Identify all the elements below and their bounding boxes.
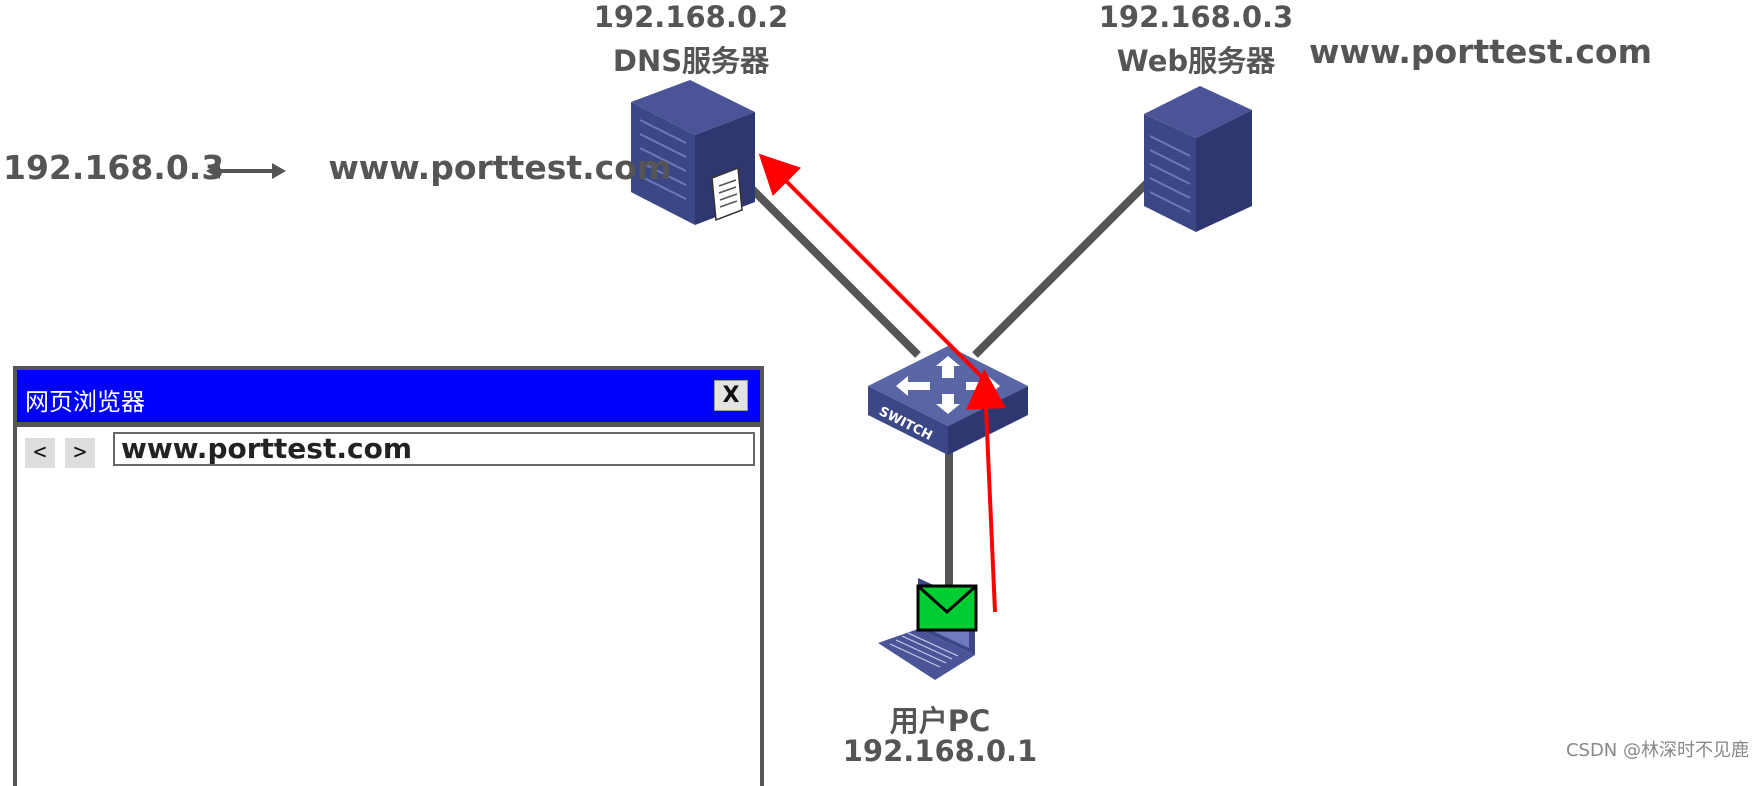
browser-titlebar: 网页浏览器 X bbox=[17, 370, 760, 427]
link-switch-web bbox=[972, 179, 1151, 358]
close-button[interactable]: X bbox=[714, 380, 748, 411]
web-server-icon bbox=[1144, 86, 1252, 232]
link-switch-dns bbox=[742, 179, 921, 358]
switch-icon: SWITCH bbox=[868, 346, 1028, 455]
watermark: CSDN @林深时不见鹿 bbox=[1565, 740, 1749, 761]
dns-server-icon bbox=[631, 80, 755, 225]
query-arrow-pc-to-switch bbox=[966, 369, 1007, 613]
browser-nav: < > bbox=[25, 438, 95, 468]
network-diagram: SWITCH bbox=[206, 80, 1252, 680]
browser-title: 网页浏览器 bbox=[25, 388, 145, 416]
browser-window: 网页浏览器 X < > www.porttest.com bbox=[13, 366, 764, 786]
dns-server-name: DNS服务器 bbox=[612, 44, 770, 78]
back-button[interactable]: < bbox=[25, 438, 55, 468]
query-arrow-switch-to-dns bbox=[758, 153, 987, 382]
web-server-domain: www.porttest.com bbox=[1309, 32, 1652, 71]
dns-record-ip: 192.168.0.3 bbox=[3, 148, 225, 187]
envelope-icon bbox=[916, 584, 978, 632]
address-bar[interactable]: www.porttest.com bbox=[113, 432, 755, 466]
forward-button[interactable]: > bbox=[65, 438, 95, 468]
web-server-name: Web服务器 bbox=[1116, 44, 1276, 78]
user-pc-name: 用户PC bbox=[889, 704, 991, 738]
dns-server-ip: 192.168.0.2 bbox=[593, 0, 789, 34]
dns-record: 192.168.0.3 www.porttest.com bbox=[3, 148, 671, 187]
double-arrow-icon bbox=[206, 163, 286, 179]
user-pc-ip: 192.168.0.1 bbox=[842, 734, 1038, 768]
dns-record-domain: www.porttest.com bbox=[328, 148, 672, 187]
web-server-ip: 192.168.0.3 bbox=[1098, 0, 1294, 34]
